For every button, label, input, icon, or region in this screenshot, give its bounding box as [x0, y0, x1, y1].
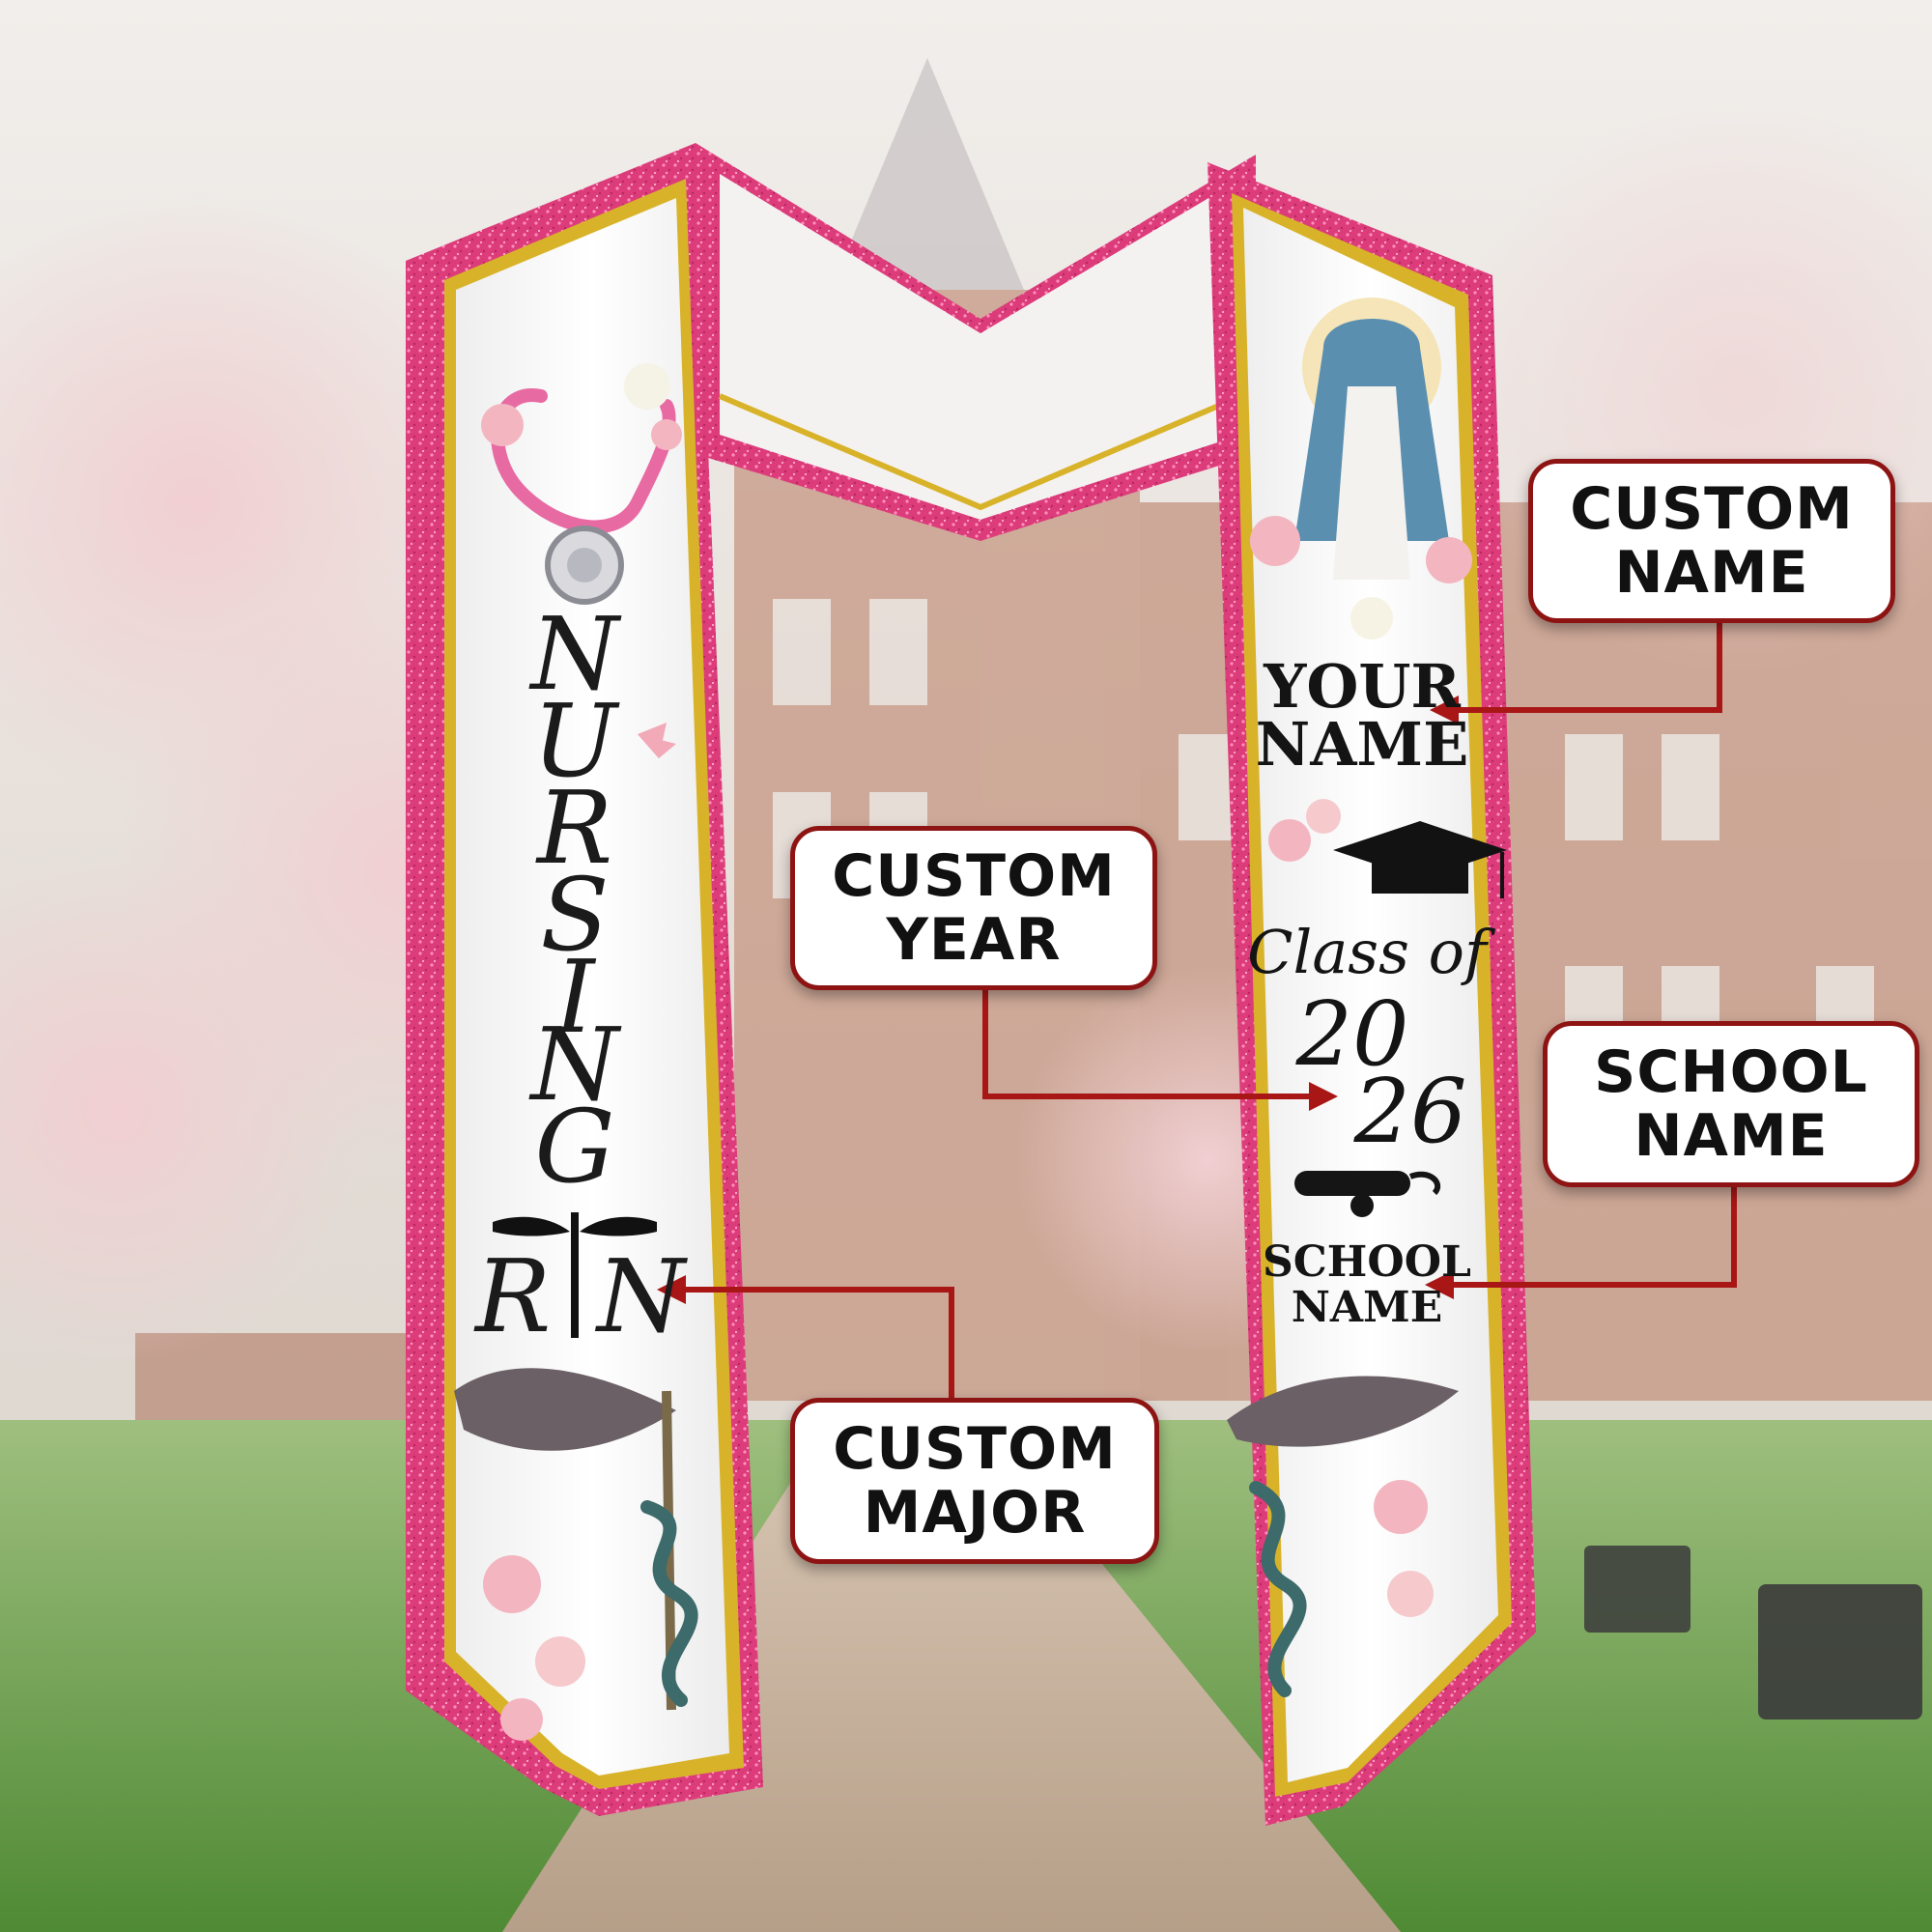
custom-name-callout-line1: CUSTOM: [1570, 475, 1854, 543]
major-letter-3: R: [536, 769, 613, 887]
major-letter-4: S: [540, 856, 610, 974]
school-name-callout-line1: SCHOOL: [1594, 1038, 1868, 1106]
custom-major-callout-line2: MAJOR: [863, 1479, 1087, 1547]
arrow-custom-name: [1459, 623, 1722, 713]
school-name-line2: NAME: [1291, 1283, 1443, 1332]
winged-caduceus-art-right: [1227, 1376, 1459, 1697]
callout-arrows: [686, 623, 1737, 1401]
your-name-line1: YOUR: [1264, 651, 1461, 722]
arrow-custom-major: [686, 1287, 954, 1401]
school-name-callout-line2: NAME: [1634, 1102, 1829, 1170]
custom-name-callout-line2: NAME: [1614, 539, 1809, 607]
rn-caduceus-icon: [493, 1212, 657, 1338]
custom-year-callout-line2: YEAR: [886, 906, 1062, 974]
school-name-callout: SCHOOL NAME: [1543, 1021, 1919, 1187]
flower-spray-top-left: [481, 363, 682, 450]
custom-year-callout-line1: CUSTOM: [832, 842, 1116, 910]
credential-letter-r: R: [475, 1237, 552, 1355]
park-benches: [1584, 1546, 1922, 1719]
arrow-heads: [657, 696, 1459, 1304]
year-digits-first: 20: [1295, 982, 1409, 1086]
custom-year-callout: CUSTOM YEAR: [790, 826, 1157, 990]
winged-caduceus-art-left: [454, 1368, 698, 1741]
graduation-cap-icon: [1268, 799, 1507, 898]
major-letter-2: U: [532, 682, 617, 800]
major-letter-1: N: [530, 595, 619, 713]
diploma-scroll-icon: [1294, 1171, 1441, 1217]
school-name-line1: SCHOOL: [1263, 1237, 1471, 1287]
arrow-custom-year: [982, 985, 1309, 1099]
butterfly-icon-left: [638, 723, 676, 758]
your-name-line2: NAME: [1255, 709, 1469, 780]
credential-letter-n: N: [597, 1237, 685, 1355]
major-letter-5: I: [554, 938, 595, 1056]
custom-major-callout-line1: CUSTOM: [833, 1415, 1117, 1483]
major-letter-6: N: [530, 1006, 619, 1123]
graduation-stole: [406, 143, 1737, 1826]
virgin-mary-illustration: [1250, 298, 1472, 639]
year-digits-second: 26: [1353, 1060, 1467, 1163]
custom-name-callout: CUSTOM NAME: [1528, 459, 1895, 623]
custom-major-callout: CUSTOM MAJOR: [790, 1398, 1159, 1564]
arrow-school-name: [1454, 1183, 1737, 1288]
class-of-text: Class of: [1247, 917, 1487, 987]
footpath: [502, 1420, 1401, 1932]
major-letter-7: G: [534, 1088, 615, 1206]
